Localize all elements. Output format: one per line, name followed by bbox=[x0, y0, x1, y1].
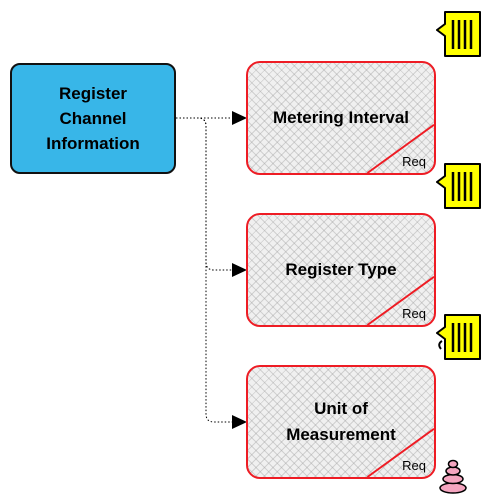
arrowhead-unit-of-measurement bbox=[232, 415, 247, 429]
arrowhead-register-type bbox=[232, 263, 247, 277]
child-node-metering-interval[interactable]: Metering Interval Req bbox=[246, 61, 436, 175]
root-label-line: Register bbox=[58, 84, 128, 103]
root-label: Register Channel Information bbox=[46, 81, 140, 156]
root-label-line: Information bbox=[46, 134, 140, 153]
child-node-unit-of-measurement[interactable]: Unit of Measurement Req bbox=[246, 365, 436, 479]
child-label: Metering Interval bbox=[265, 105, 417, 131]
required-badge: Req bbox=[402, 458, 426, 473]
note-icon[interactable] bbox=[436, 9, 492, 59]
arrowhead-metering-interval bbox=[232, 111, 247, 125]
required-badge: Req bbox=[402, 306, 426, 321]
note-icon[interactable] bbox=[436, 161, 492, 211]
child-label: Register Type bbox=[277, 257, 404, 283]
child-label-line: Measurement bbox=[286, 425, 396, 444]
required-badge: Req bbox=[402, 154, 426, 169]
connector-unit-of-measurement bbox=[176, 117, 232, 423]
note-icon[interactable] bbox=[436, 312, 492, 362]
stack-icon[interactable] bbox=[438, 458, 468, 494]
root-node[interactable]: Register Channel Information bbox=[10, 63, 176, 174]
child-label-line: Unit of bbox=[314, 399, 368, 418]
child-label: Unit of Measurement bbox=[278, 396, 404, 448]
child-label-line: Register Type bbox=[285, 260, 397, 279]
child-node-register-type[interactable]: Register Type Req bbox=[246, 213, 436, 327]
connector-register-type bbox=[176, 117, 232, 271]
root-label-line: Channel bbox=[59, 109, 127, 128]
child-label-line: Metering Interval bbox=[272, 108, 410, 127]
